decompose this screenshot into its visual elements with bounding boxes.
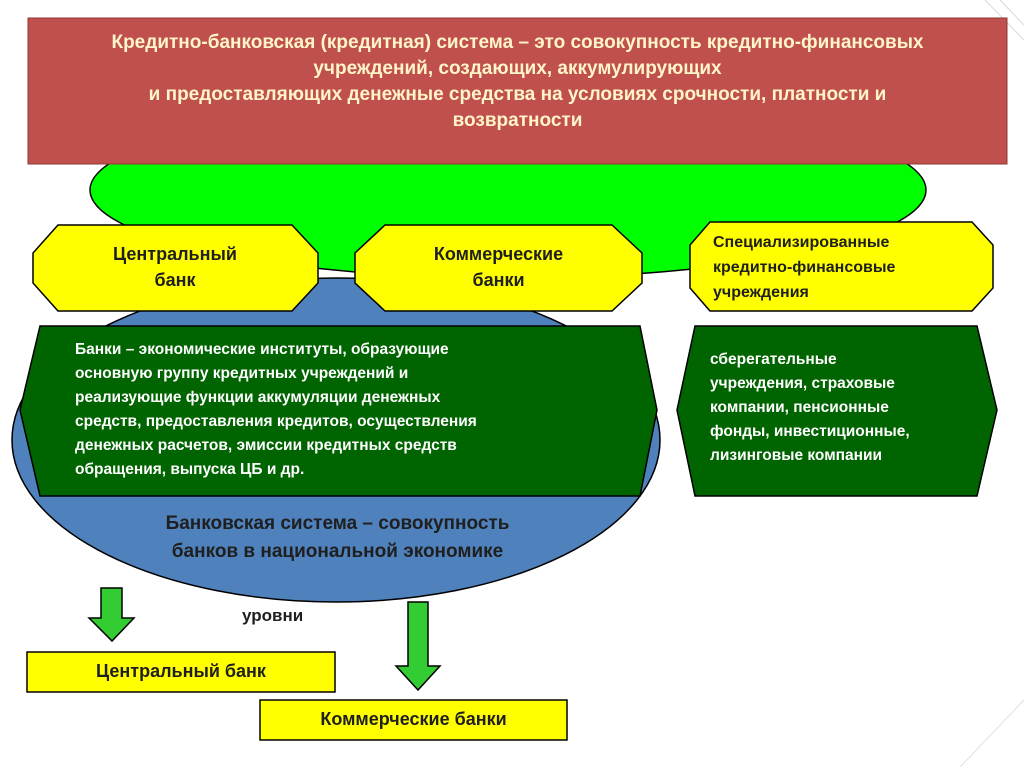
banks-definition-text: Банки – экономические институты, образую… [75,341,477,478]
level1-box [26,651,336,693]
arrow-down-icon [394,601,442,692]
level2-box [259,699,568,741]
definition-line: Кредитно-банковская (кредитная) система … [111,32,924,53]
central-bank-box [32,224,319,312]
commercial-banks-label: Коммерческие банки [433,244,564,290]
specialized-box [689,221,994,312]
banks-definition-box [19,325,658,497]
definition-line: возвратности [452,110,583,131]
commercial-banks-box [354,224,643,312]
definition-title: Кредитно-банковская (кредитная) система … [30,30,1005,134]
levels-caption: уровни [242,606,304,625]
banking-system-text: Банковская система – совокупность банков… [165,513,510,562]
specialized-label: Специализированные кредитно-финансовые у… [713,234,896,301]
arrow-down-icon [87,587,136,643]
level1-label: Центральный банк [96,661,266,681]
definition-banner [27,17,1008,165]
specialized-examples-text: сберегательные учреждения, страховые ком… [710,351,910,464]
definition-line: учреждений, создающих, аккумулирующих [313,58,722,79]
level2-label: Коммерческие банки [320,709,507,729]
definition-line: и предоставляющих денежные средства на у… [148,84,887,105]
specialized-examples-box [676,325,998,497]
central-bank-label: Центральный банк [113,244,237,290]
